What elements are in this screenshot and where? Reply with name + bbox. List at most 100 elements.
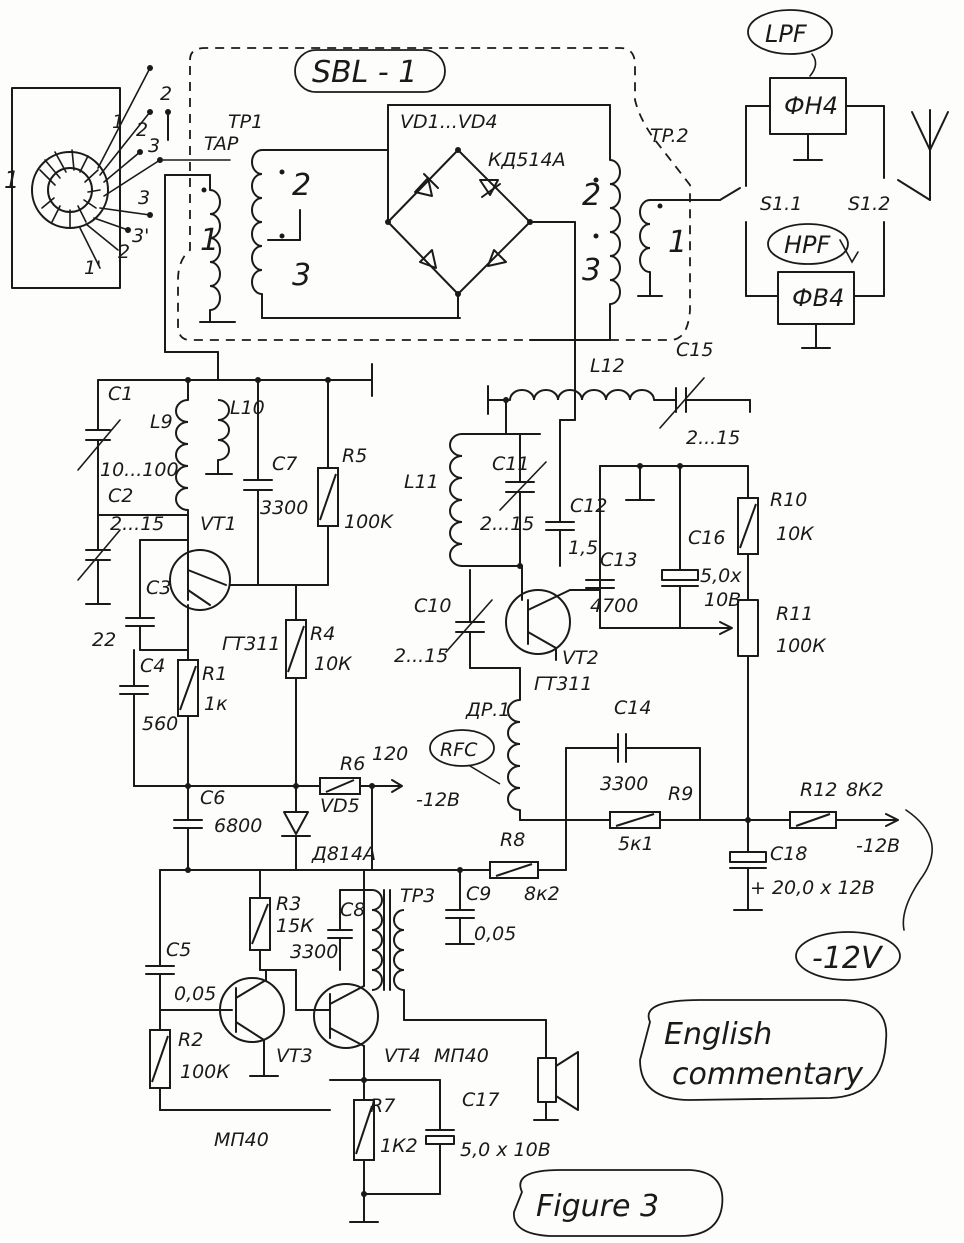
r6-label: R6 — [340, 753, 365, 775]
r10-label: R10 — [770, 489, 807, 511]
vt4-type: МП40 — [434, 1045, 489, 1067]
vt3-label: VT3 — [276, 1045, 313, 1067]
minus-12v-bubble — [795, 931, 901, 981]
c10-value: 2...15 — [394, 645, 448, 667]
tp2-winding-1: 1 — [668, 225, 687, 260]
toroid-tap-3c-label: 3' — [132, 225, 149, 247]
c9-label: C9 — [466, 883, 491, 905]
r9-value: 5к1 — [618, 833, 654, 855]
r6-value: 120 — [372, 743, 408, 765]
l11-label: L11 — [404, 471, 439, 493]
tp2-transformer: TP.2 2 3 1 — [529, 125, 741, 396]
rfc-bubble — [429, 729, 495, 767]
r7-value: 1К2 — [380, 1135, 418, 1157]
c18-value: + 20,0 x 12В — [750, 877, 875, 899]
c16-voltage: 10В — [704, 589, 741, 611]
c15-value: 2...15 — [686, 427, 740, 449]
annotations: English commentary Figure 3 — [513, 999, 888, 1237]
tp1-label: TP1 — [228, 111, 263, 133]
vt3-transistor — [219, 977, 285, 1043]
r5-value: 100K — [344, 511, 394, 533]
hpf-bubble — [767, 223, 849, 265]
figure-title: Figure 3 — [536, 1189, 659, 1224]
vt1-stage: C1 10...100 L9 L10 C2 2...15 C7 3300 R5 … — [77, 174, 460, 871]
c17-value: 5,0 x 10В — [460, 1139, 551, 1161]
c5-value: 0,05 — [174, 983, 216, 1005]
commentary-bubble — [639, 999, 888, 1101]
c6-label: C6 — [200, 787, 225, 809]
c13-label: C13 — [600, 549, 637, 571]
r4-value: 10К — [314, 653, 353, 675]
c17-label: C17 — [462, 1089, 499, 1111]
vt2-label: VT2 — [562, 647, 599, 669]
r7-label: R7 — [370, 1095, 395, 1117]
c11-value: 2...15 — [480, 513, 534, 535]
tp2-label: TP.2 — [650, 125, 689, 147]
c11-label: C11 — [492, 453, 529, 475]
toroid-transformer: 1 2 1 2 3 3 3' 2 1' — [4, 65, 231, 289]
toroid-tap-2-label: 2 — [136, 119, 148, 141]
c3-label: C3 — [146, 577, 171, 599]
switch-s12-label: S1.2 — [848, 193, 890, 215]
tp2-winding-2: 2 — [582, 178, 601, 213]
c10-label: C10 — [414, 595, 451, 617]
tp1-winding-1: 1 — [200, 223, 219, 258]
minus-12v-label-b: -12В — [856, 835, 900, 857]
lpf-label: LPF — [765, 20, 808, 48]
r11-label: R11 — [776, 603, 813, 625]
vt2-type: ГТ311 — [534, 673, 592, 695]
l12-label: L12 — [590, 355, 625, 377]
c4-label: C4 — [140, 655, 165, 677]
sbl1-module-title: SBL - 1 — [312, 55, 417, 90]
dr1-label: ДР.1 — [465, 699, 510, 721]
speaker-coil — [537, 1057, 557, 1103]
r11-value: 100К — [776, 635, 827, 657]
tp1-winding-2: 2 — [292, 168, 311, 203]
tp1-transformer: TP1 TAP 1 2 3 — [164, 111, 461, 323]
c6-value: 6800 — [214, 815, 262, 837]
hpf-label: HPF — [784, 231, 832, 259]
minus-12v-title: -12V — [812, 941, 884, 976]
rfc-label: RFC — [440, 739, 478, 761]
r12-label: R12 — [800, 779, 837, 801]
toroid-tap-3b-label: 3 — [138, 187, 150, 209]
r1-value: 1к — [204, 693, 228, 715]
c15-label: C15 — [676, 339, 713, 361]
speaker-cone-icon — [555, 1051, 579, 1111]
c2-value: 2...15 — [110, 513, 164, 535]
r2-value: 100К — [180, 1061, 231, 1083]
diode-bridge-label: VD1...VD4 — [400, 111, 498, 133]
c16-value: 5,0x — [700, 565, 742, 587]
lpf-bubble — [747, 9, 833, 55]
vd5-label: VD5 — [320, 795, 360, 817]
vt2-transistor — [505, 589, 571, 655]
diode-bridge-type: КД514А — [488, 149, 566, 171]
c7-value: 3300 — [260, 497, 308, 519]
tp3-label: TP3 — [400, 885, 435, 907]
c3-value: 22 — [92, 629, 116, 651]
hpf-block-label: ФВ4 — [792, 284, 844, 312]
c18-label: C18 — [770, 843, 807, 865]
r9-label: R9 — [668, 783, 693, 805]
tp1-winding-3: 3 — [292, 258, 311, 293]
figure-bubble — [513, 1169, 724, 1237]
vt2-stage: L12 C15 2...15 L11 C11 2...15 C12 1,5 — [394, 339, 933, 981]
switch-s11-label: S1.1 — [760, 193, 802, 215]
toroid-tap-2c-label: 2 — [118, 241, 130, 263]
vt4-label: VT4 — [384, 1045, 421, 1067]
commentary-line-1: English — [664, 1017, 772, 1052]
c7-label: C7 — [272, 453, 297, 475]
commentary-line-2: commentary — [672, 1057, 864, 1092]
c8-value: 3300 — [290, 941, 338, 963]
r8-value: 8к2 — [524, 883, 560, 905]
r8-label: R8 — [500, 829, 525, 851]
toroid-winding-2-label: 2 — [160, 83, 172, 105]
c12-value: 1,5 — [568, 537, 598, 559]
minus-12v-label-a: -12В — [416, 789, 460, 811]
c13-value: 4700 — [590, 595, 638, 617]
vt1-type: ГТ311 — [222, 633, 280, 655]
sbl1-module-outline — [177, 47, 691, 341]
c14-label: C14 — [614, 697, 651, 719]
